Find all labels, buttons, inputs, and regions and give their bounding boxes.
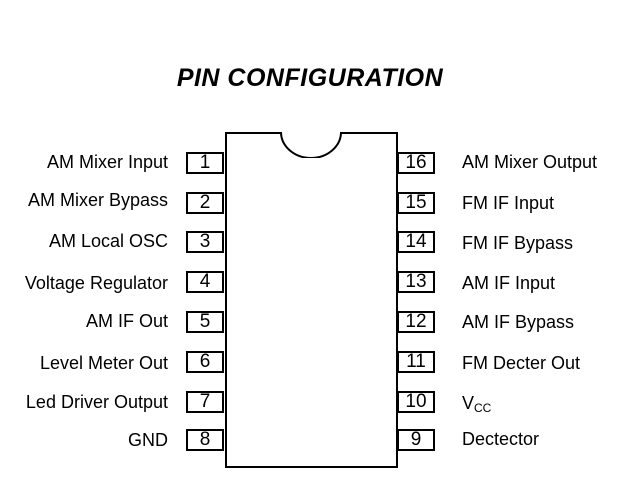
pin-number-15: 15 bbox=[397, 192, 435, 214]
vcc-label-main: V bbox=[462, 393, 475, 413]
vcc-label-subscript: CC bbox=[474, 401, 492, 415]
pin-number-12: 12 bbox=[397, 311, 435, 333]
pin-label-12: AM IF Bypass bbox=[462, 312, 575, 332]
pin-number-4: 4 bbox=[186, 271, 224, 293]
pin-number-10: 10 bbox=[397, 391, 435, 413]
pin-label-16: AM Mixer Output bbox=[462, 152, 598, 172]
pin-number-5: 5 bbox=[186, 311, 224, 333]
pin-number-1: 1 bbox=[186, 152, 224, 174]
pin-label-1: AM Mixer Input bbox=[46, 152, 168, 172]
pin-label-15: FM IF Input bbox=[462, 193, 555, 213]
pin-number-3: 3 bbox=[186, 231, 224, 253]
pin-number-16: 16 bbox=[397, 152, 435, 174]
pin-number-7: 7 bbox=[186, 391, 224, 413]
pin-label-6: Level Meter Out bbox=[39, 353, 168, 373]
pin-number-8: 8 bbox=[186, 429, 224, 451]
pin-label-11: FM Decter Out bbox=[462, 353, 581, 373]
pin-label-7: Led Driver Output bbox=[25, 392, 168, 412]
pin-label-8: GND bbox=[128, 430, 168, 450]
pin-label-3: AM Local OSC bbox=[48, 231, 168, 251]
pin-label-2: AM Mixer Bypass bbox=[27, 190, 168, 210]
pin-number-2: 2 bbox=[186, 192, 224, 214]
pin-label-5: AM IF Out bbox=[85, 311, 168, 331]
page-title: PIN CONFIGURATION bbox=[176, 64, 444, 92]
pin-number-14: 14 bbox=[397, 231, 435, 253]
pin-label-4: Voltage Regulator bbox=[24, 273, 168, 293]
orientation-notch bbox=[279, 132, 343, 158]
pin-label-14: FM IF Bypass bbox=[462, 233, 574, 253]
pin-number-13: 13 bbox=[397, 271, 435, 293]
pin-number-6: 6 bbox=[186, 351, 224, 373]
ic-package-body bbox=[225, 132, 398, 468]
pin-number-11: 11 bbox=[397, 351, 435, 373]
pin-label-10: VCC bbox=[462, 392, 491, 419]
pin-label-13: AM IF Input bbox=[462, 273, 556, 293]
pin-number-9: 9 bbox=[397, 429, 435, 451]
pin-label-9: Dectector bbox=[462, 429, 540, 449]
